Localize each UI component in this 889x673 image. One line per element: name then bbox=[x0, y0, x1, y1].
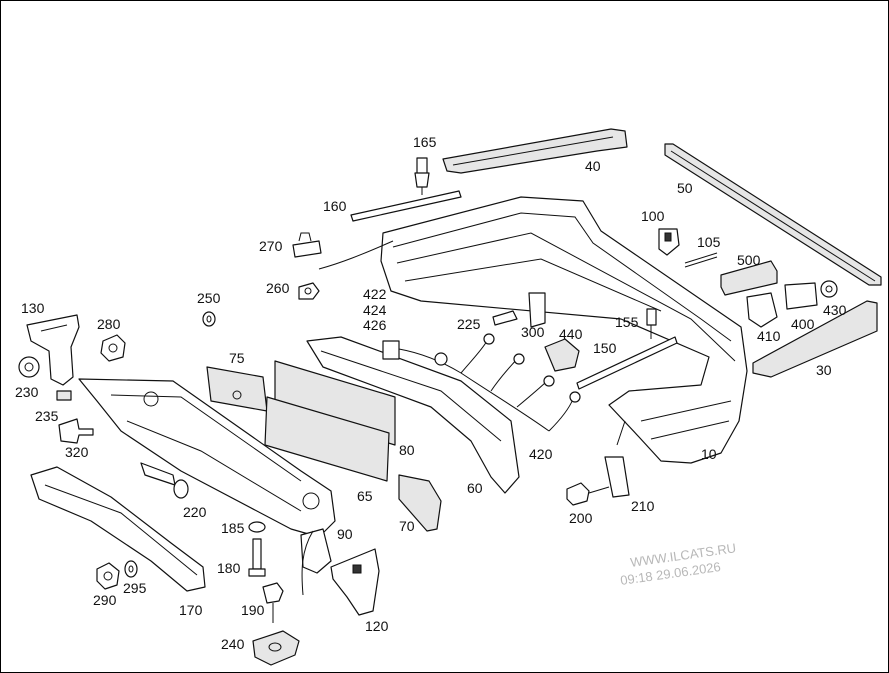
label-210: 210 bbox=[631, 498, 655, 514]
part-190-screw[interactable] bbox=[262, 582, 284, 623]
part-155-clip[interactable] bbox=[646, 308, 657, 339]
part-250-washer[interactable] bbox=[202, 311, 216, 327]
label-130: 130 bbox=[21, 300, 45, 316]
label-90: 90 bbox=[337, 526, 353, 542]
label-426: 426 bbox=[363, 317, 387, 333]
label-50: 50 bbox=[677, 180, 693, 196]
arrow-260-to-10 bbox=[318, 240, 394, 270]
label-165: 165 bbox=[413, 134, 437, 150]
part-75-pad[interactable] bbox=[206, 366, 268, 412]
label-40: 40 bbox=[585, 158, 601, 174]
label-180: 180 bbox=[217, 560, 241, 576]
label-65: 65 bbox=[357, 488, 373, 504]
label-185: 185 bbox=[221, 520, 245, 536]
part-60-outer-strip[interactable] bbox=[306, 336, 520, 494]
label-260: 260 bbox=[266, 280, 290, 296]
part-65-absorber[interactable] bbox=[264, 396, 390, 482]
part-290-nut[interactable] bbox=[96, 562, 120, 590]
label-235: 235 bbox=[35, 408, 59, 424]
part-420-harness[interactable] bbox=[382, 333, 581, 432]
label-160: 160 bbox=[323, 198, 347, 214]
label-100: 100 bbox=[641, 208, 665, 224]
label-80: 80 bbox=[399, 442, 415, 458]
part-430-grommet[interactable] bbox=[820, 280, 838, 298]
label-120: 120 bbox=[365, 618, 389, 634]
label-75: 75 bbox=[229, 350, 245, 366]
label-10: 10 bbox=[701, 446, 717, 462]
label-30: 30 bbox=[816, 362, 832, 378]
part-220-rivet[interactable] bbox=[140, 462, 189, 499]
part-160-strip[interactable] bbox=[350, 190, 462, 222]
part-260-nut[interactable] bbox=[298, 282, 320, 300]
part-150-strip[interactable] bbox=[576, 336, 678, 390]
label-280: 280 bbox=[97, 316, 121, 332]
label-250: 250 bbox=[197, 290, 221, 306]
part-130-bracket[interactable] bbox=[26, 314, 80, 386]
part-225-screw[interactable] bbox=[492, 310, 518, 326]
arrow-210-to-10 bbox=[616, 420, 626, 446]
label-400: 400 bbox=[791, 316, 815, 332]
part-90-side-bracket[interactable] bbox=[300, 528, 332, 574]
label-240: 240 bbox=[221, 636, 245, 652]
part-10-bumper-cover[interactable] bbox=[380, 196, 748, 464]
label-105: 105 bbox=[697, 234, 721, 250]
label-420: 420 bbox=[529, 446, 553, 462]
label-150: 150 bbox=[593, 340, 617, 356]
part-170-impact-beam[interactable] bbox=[30, 466, 206, 592]
part-240-clip[interactable] bbox=[252, 630, 300, 666]
label-220: 220 bbox=[183, 504, 207, 520]
label-290: 290 bbox=[93, 592, 117, 608]
label-300: 300 bbox=[521, 324, 545, 340]
part-200-bolt[interactable] bbox=[566, 482, 610, 506]
part-165-clip[interactable] bbox=[414, 157, 430, 195]
part-270-clip[interactable] bbox=[292, 232, 322, 258]
label-440: 440 bbox=[559, 326, 583, 342]
label-500: 500 bbox=[737, 252, 761, 268]
label-424: 424 bbox=[363, 302, 387, 318]
part-320-screw[interactable] bbox=[58, 418, 94, 444]
part-280-nut[interactable] bbox=[100, 334, 126, 362]
part-105-pin[interactable] bbox=[684, 252, 718, 268]
label-270: 270 bbox=[259, 238, 283, 254]
label-225: 225 bbox=[457, 316, 481, 332]
part-235-clip[interactable] bbox=[56, 390, 72, 401]
label-422: 422 bbox=[363, 286, 387, 302]
label-320: 320 bbox=[65, 444, 89, 460]
part-80-absorber[interactable] bbox=[274, 360, 396, 446]
part-120-bracket[interactable] bbox=[330, 548, 380, 616]
part-100-bracket[interactable] bbox=[658, 228, 680, 256]
label-70: 70 bbox=[399, 518, 415, 534]
part-185-washer[interactable] bbox=[248, 521, 266, 533]
part-300-clip[interactable] bbox=[528, 292, 546, 328]
part-70-end-piece[interactable] bbox=[398, 474, 442, 532]
label-230: 230 bbox=[15, 384, 39, 400]
part-295-washer[interactable] bbox=[124, 560, 138, 578]
label-295: 295 bbox=[123, 580, 147, 596]
label-190: 190 bbox=[241, 602, 265, 618]
label-170: 170 bbox=[179, 602, 203, 618]
part-40-trim-strip[interactable] bbox=[442, 128, 628, 174]
label-155: 155 bbox=[615, 314, 639, 330]
part-410-bracket[interactable] bbox=[746, 292, 778, 328]
label-60: 60 bbox=[467, 480, 483, 496]
label-410: 410 bbox=[757, 328, 781, 344]
part-210-clip[interactable] bbox=[604, 456, 630, 498]
part-400-sensor[interactable] bbox=[784, 282, 818, 310]
part-230-grommet[interactable] bbox=[18, 356, 40, 378]
label-200: 200 bbox=[569, 510, 593, 526]
part-500-block[interactable] bbox=[720, 260, 778, 296]
part-440-sensor[interactable] bbox=[544, 338, 580, 372]
part-50-rail[interactable] bbox=[664, 143, 882, 286]
label-430: 430 bbox=[823, 302, 847, 318]
arrow-90 bbox=[301, 530, 314, 596]
part-30-lower-trim[interactable] bbox=[752, 300, 878, 378]
part-180-bolt[interactable] bbox=[248, 538, 266, 577]
